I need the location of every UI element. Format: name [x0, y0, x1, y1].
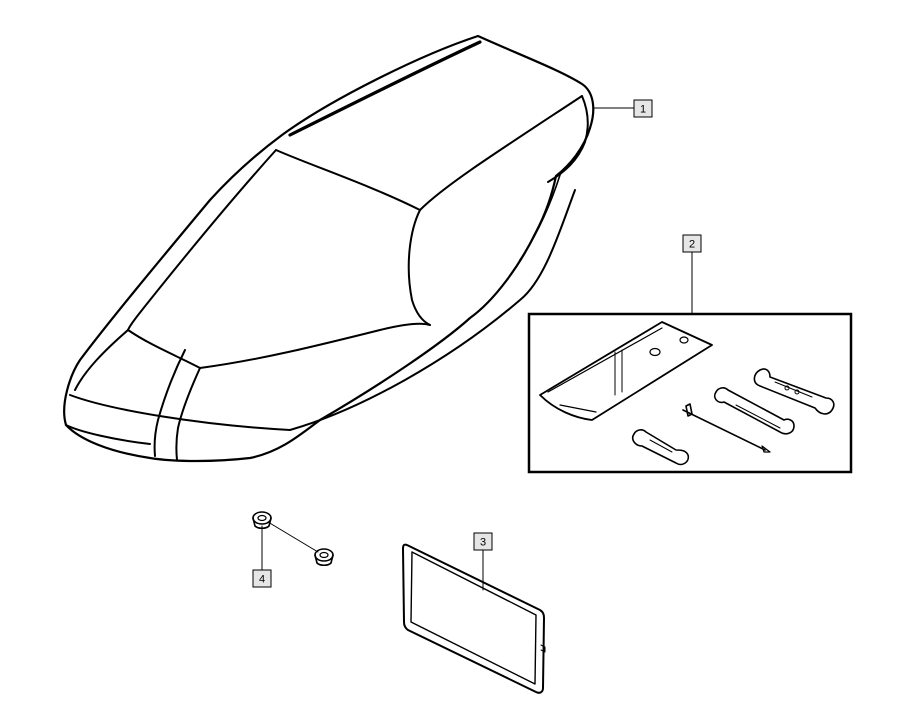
seat-drawing: [63, 34, 595, 463]
callout-2-label: 2: [689, 239, 695, 251]
open-end-wrench: [753, 368, 835, 415]
screwdriver-handle: [631, 429, 690, 466]
callout-1-label: 1: [640, 104, 646, 116]
grommet-b: [314, 548, 334, 567]
callout-3-label: 3: [480, 537, 486, 549]
tool-kit-box: [527, 312, 853, 474]
screwdriver-shaft: [682, 403, 771, 453]
gasket-frame-drawing: [402, 543, 546, 694]
tool-pouch: [539, 321, 713, 421]
callout-1: 1: [593, 99, 653, 118]
grommets-drawing: [252, 511, 334, 567]
callout-4-label: 4: [259, 574, 265, 586]
callout-4: 4: [252, 525, 272, 588]
box-wrench: [713, 387, 795, 435]
callout-3: 3: [473, 532, 493, 591]
callout-2: 2: [682, 234, 702, 315]
